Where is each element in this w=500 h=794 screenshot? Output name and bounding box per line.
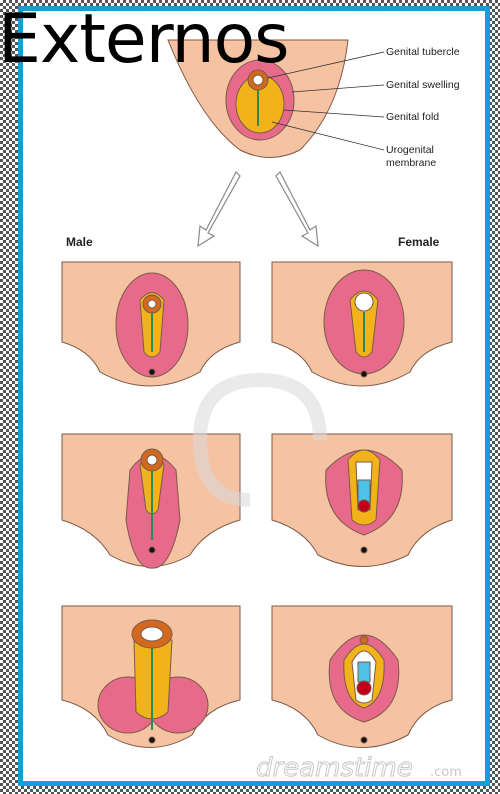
- male-stage-3: [62, 606, 240, 748]
- column-header-male: Male: [66, 235, 93, 249]
- watermark-suffix: .com: [430, 765, 462, 780]
- male-stage-1: [62, 262, 240, 386]
- label-genital-swelling: Genital swelling: [386, 79, 460, 91]
- male-stage-2: [62, 434, 240, 568]
- female-stage-2: [272, 434, 452, 567]
- arrows: [198, 172, 318, 246]
- female-stage-1: [272, 262, 452, 386]
- label-genital-fold: Genital fold: [386, 111, 439, 123]
- label-genital-tubercle: Genital tubercle: [386, 46, 460, 58]
- column-header-female: Female: [398, 235, 440, 249]
- female-stage-3: [272, 606, 452, 748]
- page-title: Externos: [0, 6, 289, 74]
- watermark-brand: dreamstime: [256, 753, 413, 783]
- label-urogenital-membrane-2: membrane: [386, 157, 436, 169]
- label-urogenital-membrane-1: Urogenital: [386, 144, 434, 156]
